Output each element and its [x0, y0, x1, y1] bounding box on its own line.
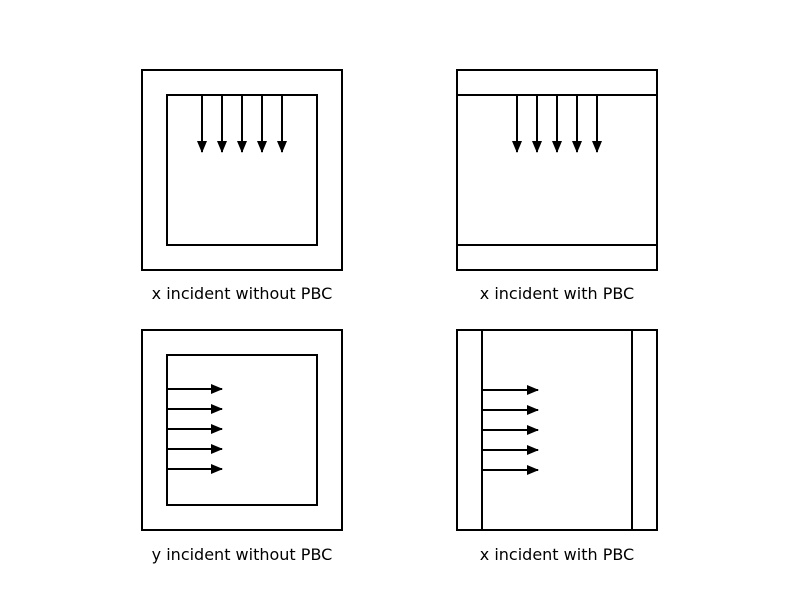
- incident-arrows: [482, 385, 539, 475]
- outer-boundary: [141, 329, 343, 531]
- panel-y-incident-without-pbc: [141, 329, 343, 531]
- outer-boundary: [456, 329, 658, 531]
- panel-x-incident-with-pbc-top: [456, 69, 658, 271]
- incident-arrows: [197, 95, 287, 153]
- caption-panel-3: y incident without PBC: [151, 545, 333, 564]
- caption-panel-2: x incident with PBC: [479, 284, 635, 303]
- incident-arrows: [512, 95, 602, 153]
- caption-panel-1: x incident without PBC: [151, 284, 333, 303]
- panel-x-incident-without-pbc: [141, 69, 343, 271]
- incident-arrows: [167, 384, 223, 474]
- panel-x-incident-with-pbc-side: [456, 329, 658, 531]
- outer-boundary: [141, 69, 343, 271]
- outer-boundary: [456, 69, 658, 271]
- caption-panel-4: x incident with PBC: [479, 545, 635, 564]
